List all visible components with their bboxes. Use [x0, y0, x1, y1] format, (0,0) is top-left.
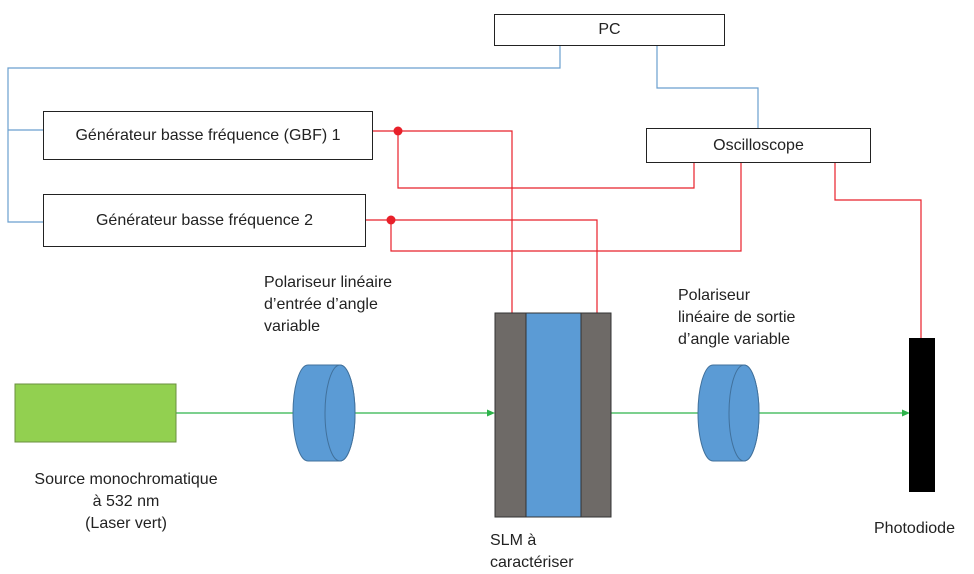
photodiode-to-oscilloscope-line: [834, 163, 922, 338]
pc-to-generators-line: [7, 45, 561, 223]
gbf1-box: Générateur basse fréquence (GBF) 1: [43, 111, 373, 160]
slm-label: SLM à caractériser: [490, 532, 574, 571]
input-polarizer-label: Polariseur linéaire d’entrée d’angle var…: [264, 274, 393, 335]
input-polarizer: [292, 364, 356, 462]
pc-label: PC: [598, 21, 621, 38]
gbf2-to-oscilloscope-line: [390, 163, 742, 252]
laser-source: [14, 383, 177, 443]
gbf2-label: Générateur basse fréquence 2: [95, 211, 314, 229]
output-polarizer: [697, 364, 760, 462]
gbf1-to-oscilloscope-line: [397, 131, 695, 189]
oscilloscope-label: Oscilloscope: [713, 136, 804, 154]
junction-dot-gbf2: [386, 215, 396, 225]
source-label: Source monochromatique à 532 nm (Laser v…: [34, 471, 218, 532]
signal-lines: [365, 130, 922, 338]
slm-electrode-right: [580, 312, 612, 518]
gbf2-box: Générateur basse fréquence 2: [43, 194, 366, 247]
photodiode-detector: [909, 338, 935, 492]
slm-device: [494, 312, 612, 518]
slm-liquid-crystal: [525, 312, 582, 518]
gbf1-label: Générateur basse fréquence (GBF) 1: [75, 126, 341, 144]
oscilloscope-box: Oscilloscope: [646, 128, 871, 163]
pc-to-oscilloscope-line: [656, 45, 759, 129]
junction-dot-gbf1: [393, 126, 403, 136]
beam-arrow-to-slm: [487, 409, 495, 417]
gbf1-to-slm-line: [372, 130, 513, 314]
photodiode-label: Photodiode: [874, 520, 955, 537]
slm-electrode-left: [494, 312, 527, 518]
pc-control-lines: [7, 45, 759, 223]
pc-box: PC: [494, 14, 725, 46]
output-polarizer-label: Polariseur linéaire de sortie d’angle va…: [678, 287, 796, 348]
gbf2-to-slm-line: [365, 219, 598, 314]
beam-arrow-to-photodiode: [902, 409, 910, 417]
